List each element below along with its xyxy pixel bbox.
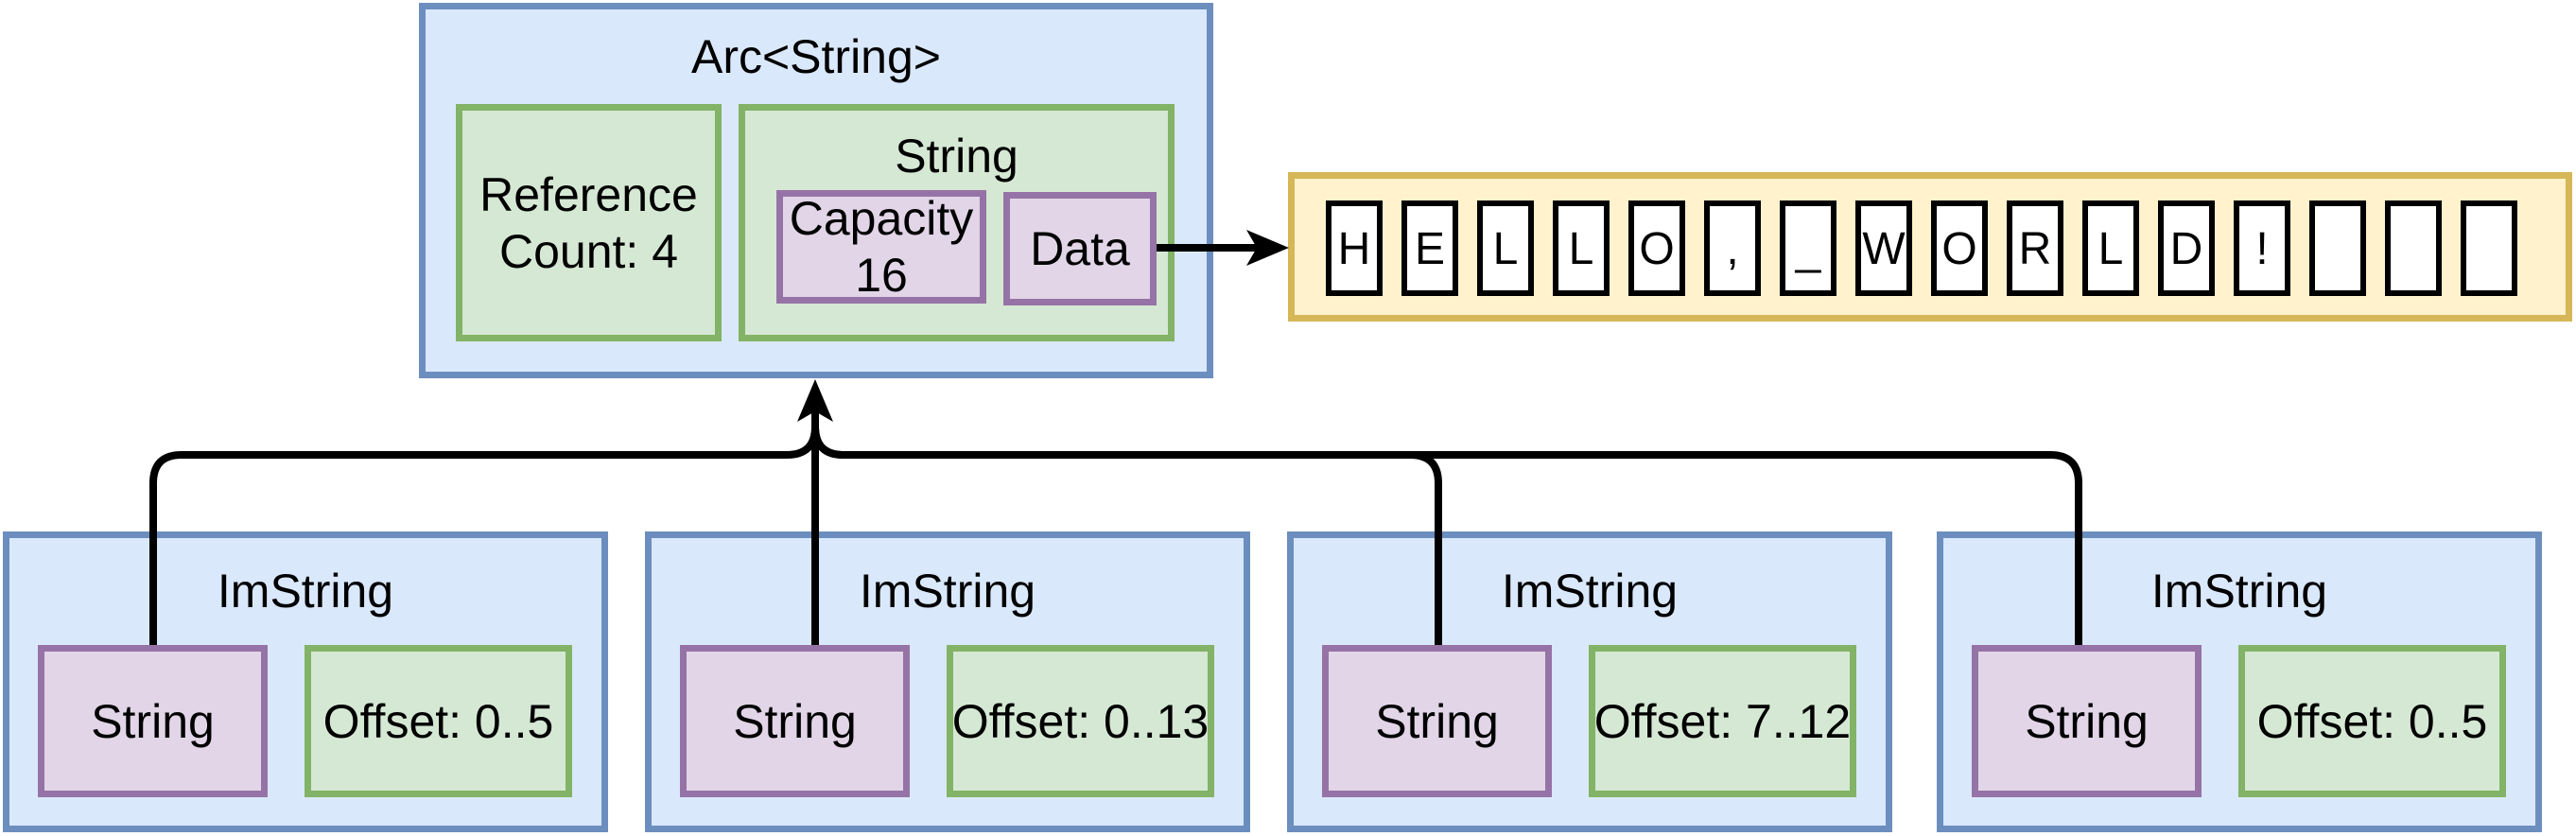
offset-label: Offset: 7..12	[1593, 694, 1852, 748]
string-pointer-label: String	[91, 694, 215, 748]
offset-box: Offset: 0..5	[2238, 645, 2506, 797]
arc-string-title: Arc<String>	[690, 30, 941, 83]
imstring-box-3: ImString String Offset: 7..12	[1287, 531, 1892, 832]
string-pointer-box: String	[680, 645, 910, 797]
imstring-title: ImString	[217, 565, 394, 618]
string-pointer-label: String	[733, 694, 857, 748]
buffer-cell: O	[1931, 200, 1988, 296]
offset-box: Offset: 7..12	[1589, 645, 1856, 797]
buffer-cell: D	[2158, 200, 2215, 296]
reference-count-box: Reference Count: 4	[456, 104, 722, 341]
buffer-cell	[2461, 200, 2517, 296]
capacity-value: 16	[855, 249, 908, 302]
string-pointer-label: String	[2025, 694, 2149, 748]
buffer-cell: ,	[1704, 200, 1761, 296]
capacity-box: Capacity 16	[776, 190, 986, 304]
string-pointer-label: String	[1375, 694, 1499, 748]
buffer-cell: H	[1326, 200, 1383, 296]
imstring-title: ImString	[2150, 565, 2328, 618]
string-struct-box: String Capacity 16 Data	[739, 104, 1175, 341]
imstring-title: ImString	[859, 565, 1036, 618]
data-to-buffer-arrowhead-icon	[1246, 230, 1289, 266]
buffer-cell: W	[1855, 200, 1912, 296]
offset-label: Offset: 0..13	[951, 694, 1210, 748]
string-pointer-box: String	[1972, 645, 2202, 797]
offset-label: Offset: 0..5	[322, 694, 554, 748]
string-pointer-box: String	[1322, 645, 1552, 797]
imstring-box-1: ImString String Offset: 0..5	[3, 531, 608, 832]
imstring-box-4: ImString String Offset: 0..5	[1937, 531, 2542, 832]
buffer-cell: L	[2082, 200, 2139, 296]
string-struct-title: String	[895, 130, 1018, 183]
buffer-cell	[2385, 200, 2442, 296]
buffer-cell	[2309, 200, 2366, 296]
string-pointer-box: String	[38, 645, 268, 797]
data-pointer-label: Data	[1030, 222, 1130, 275]
arc-string-box: Arc<String> Reference Count: 4 String Ca…	[419, 3, 1213, 378]
heap-buffer-box: H E L L O , _ W O R L D !	[1288, 172, 2572, 322]
offset-box: Offset: 0..13	[947, 645, 1214, 797]
buffer-cell: L	[1477, 200, 1534, 296]
buffer-cell: R	[2007, 200, 2063, 296]
capacity-label: Capacity	[789, 192, 974, 245]
buffer-cell: O	[1628, 200, 1685, 296]
buffer-cell: E	[1401, 200, 1458, 296]
reference-count-label: Reference Count: 4	[479, 167, 698, 278]
buffer-cell: _	[1780, 200, 1836, 296]
offset-box: Offset: 0..5	[305, 645, 572, 797]
imstring-box-2: ImString String Offset: 0..13	[645, 531, 1250, 832]
data-pointer-box: Data	[1003, 192, 1157, 305]
imstring-to-arc-arrowhead-icon	[797, 379, 833, 422]
imstring-title: ImString	[1501, 565, 1679, 618]
buffer-cell: !	[2234, 200, 2290, 296]
buffer-cell: L	[1553, 200, 1610, 296]
offset-label: Offset: 0..5	[2256, 694, 2488, 748]
